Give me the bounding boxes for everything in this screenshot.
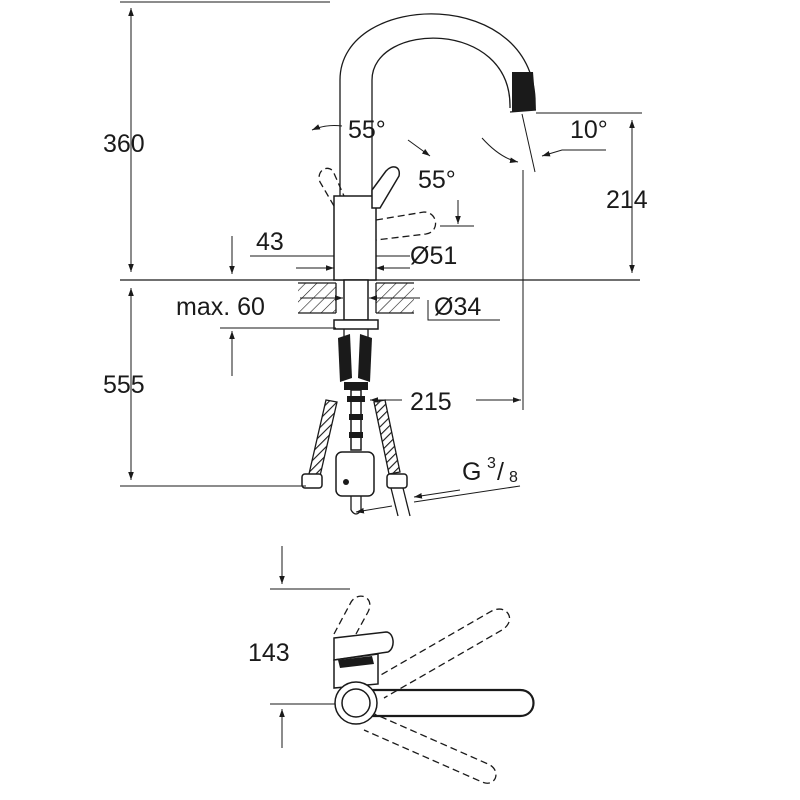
top-view: 143	[248, 546, 535, 784]
dim-spout-angle: 10°	[481, 113, 608, 173]
label-body-diameter: Ø51	[410, 242, 457, 270]
top-spout-ghost-down	[363, 711, 497, 784]
top-lever-ghost-back	[333, 595, 371, 635]
label-spout-height: 214	[606, 186, 648, 214]
dim-lever-angle-side: 55°	[418, 166, 474, 227]
label-lever-angle-top: 55°	[348, 116, 386, 144]
label-connection-slash: /	[497, 458, 504, 486]
shank	[333, 279, 379, 348]
dim-below-deck: 555	[103, 288, 306, 487]
top-body	[333, 631, 394, 689]
label-body-offset: 43	[256, 228, 284, 256]
label-connection-den: 8	[509, 469, 518, 486]
label-spout-angle: 10°	[570, 116, 608, 144]
mounting-fixture	[338, 334, 372, 390]
threaded-rod	[347, 389, 365, 451]
top-spout-ghost-right	[371, 608, 511, 699]
front-view: 360 555 214 10° 55°	[103, 1, 648, 517]
label-total-height: 360	[103, 130, 145, 158]
dim-lever-angle-top: 55°	[311, 116, 431, 157]
dim-total-height: 360	[103, 1, 330, 272]
spout	[339, 13, 537, 196]
hose-weight	[335, 451, 375, 515]
label-below-deck: 555	[103, 371, 145, 399]
supply-hoses	[301, 399, 411, 517]
dim-spout-reach: 215	[370, 170, 524, 416]
label-deck-max: max. 60	[176, 293, 265, 321]
lever-ghost-positions	[318, 167, 437, 241]
top-spout	[334, 681, 535, 725]
dim-spout-height: 214	[536, 112, 648, 273]
label-connection-num: 3	[487, 455, 496, 472]
dim-deck-max: max. 60	[176, 236, 336, 376]
dim-body-diameter: Ø51	[376, 242, 457, 270]
dim-connection: G 3 / 8	[355, 455, 521, 514]
label-top-view-depth: 143	[248, 639, 290, 667]
dim-hole-diameter: Ø34	[300, 293, 500, 321]
label-lever-angle-side: 55°	[418, 166, 456, 194]
dim-body-offset: 43	[250, 228, 410, 271]
label-connection: G	[462, 458, 481, 486]
label-hole-diameter: Ø34	[434, 293, 481, 321]
label-spout-reach: 215	[410, 388, 452, 416]
faucet-body	[333, 195, 377, 281]
lever-handle	[371, 166, 401, 209]
